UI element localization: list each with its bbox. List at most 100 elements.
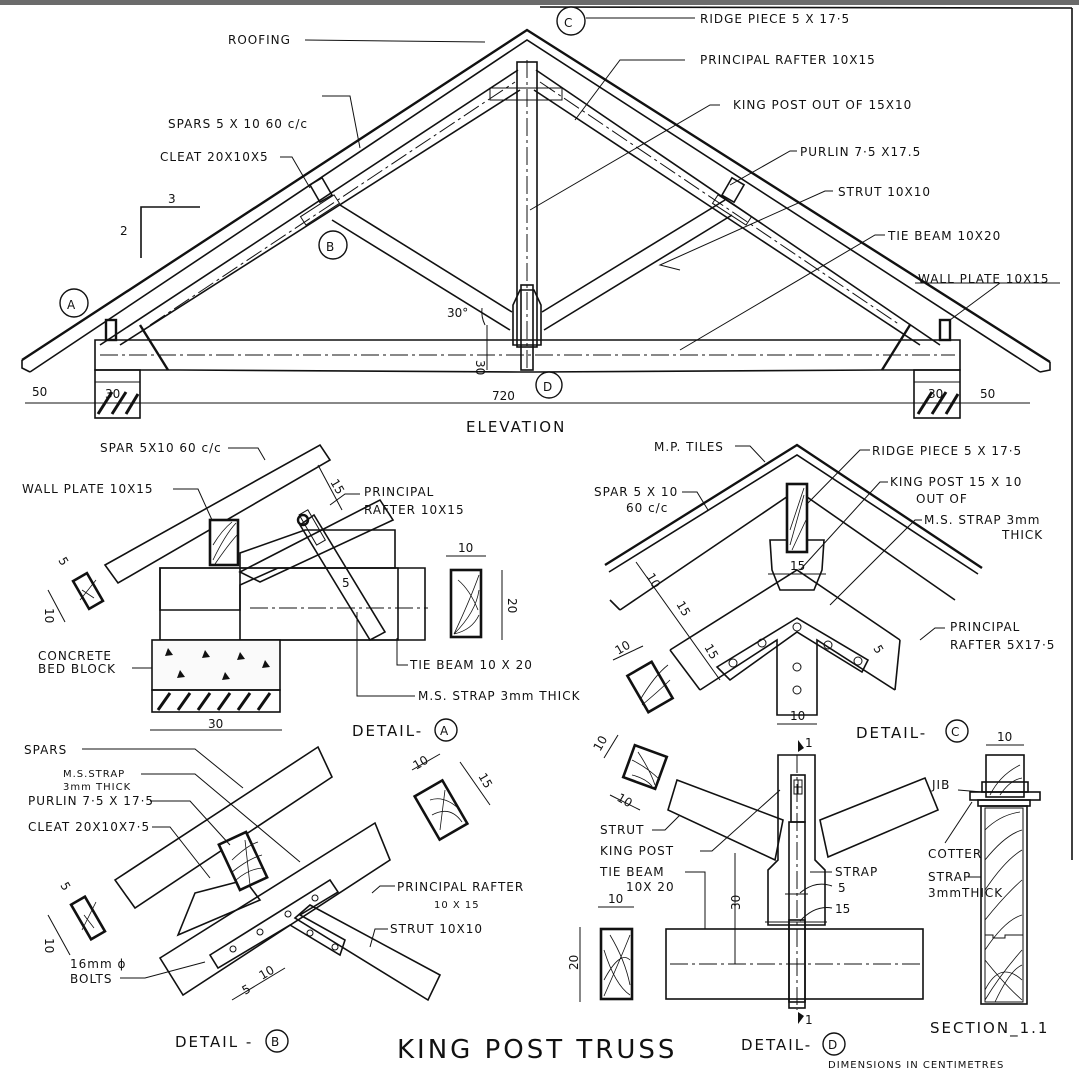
section-1-1: 10 JIB COTTER STRAP 3mmTHICK SECTION_1.1 <box>928 730 1047 1038</box>
svg-text:10: 10 <box>643 571 663 591</box>
svg-text:20: 20 <box>567 955 581 970</box>
detail-b-label-spars: SPARS <box>24 743 67 757</box>
detail-b-spar <box>113 745 334 910</box>
strut-right <box>541 199 726 313</box>
detail-a-spar <box>103 443 332 585</box>
detail-c-caption: DETAIL- <box>856 724 927 742</box>
detail-a-wall-plate <box>208 518 240 567</box>
detail-a-label-strap: M.S. STRAP 3mm THICK <box>418 689 581 703</box>
detail-b-strut <box>293 904 442 1002</box>
detail-b-label-cleat: CLEAT 20X10X7·5 <box>28 820 150 834</box>
principal-rafter-left-bottom <box>119 89 521 346</box>
label-ridge-piece: RIDGE PIECE 5 X 17·5 <box>700 12 850 26</box>
detail-c-label-spar-2: 60 c/c <box>626 501 668 515</box>
svg-text:10: 10 <box>790 709 805 723</box>
dim-post-base: 30 <box>473 360 487 375</box>
detail-a-label-concrete-2: BED BLOCK <box>38 662 116 676</box>
detail-b-label-bolts-2: BOLTS <box>70 972 112 986</box>
svg-text:C: C <box>564 16 572 30</box>
slope-rise: 2 <box>120 224 128 238</box>
detail-d-strut-right <box>819 776 940 859</box>
slope-indicator <box>140 206 200 258</box>
dim-left-overhang: 50 <box>32 385 47 399</box>
svg-text:B: B <box>326 240 334 254</box>
detail-d-king-post <box>767 754 826 926</box>
label-wall-plate: WALL PLATE 10X15 <box>918 272 1050 286</box>
label-tie-beam: TIE BEAM 10X20 <box>887 229 1001 243</box>
detail-a-label-tie-beam: TIE BEAM 10 X 20 <box>409 658 533 672</box>
detail-a-principal-rafter <box>238 498 395 583</box>
svg-text:30: 30 <box>729 895 743 910</box>
section-label-strap-1: STRAP <box>928 870 971 884</box>
section-dim-width: 10 <box>997 730 1012 744</box>
king-post-strap <box>520 284 534 371</box>
marker-b <box>318 230 348 260</box>
wall-plate-right <box>938 318 952 342</box>
svg-text:20: 20 <box>505 598 519 613</box>
label-spars: SPARS 5 X 10 60 c/c <box>168 117 308 131</box>
detail-d-strut-section <box>621 743 669 791</box>
svg-text:5: 5 <box>240 982 254 998</box>
detail-a-spar-section <box>71 571 105 611</box>
detail-a: 30 15 5 5 10 10 20 SPAR 5X10 60 c/c WALL… <box>22 441 581 742</box>
purlin-right <box>720 176 746 204</box>
detail-b-marker <box>265 1029 289 1053</box>
svg-text:10: 10 <box>590 733 610 753</box>
label-principal-rafter: PRINCIPAL RAFTER 10X15 <box>700 53 876 67</box>
marker-d <box>535 371 563 399</box>
detail-c-rafter-bottom <box>699 638 896 716</box>
detail-a-strap <box>298 513 387 642</box>
svg-text:5: 5 <box>838 881 846 895</box>
section-label-jib: JIB <box>931 778 950 792</box>
section-jib-cotter <box>969 791 1041 801</box>
svg-text:A: A <box>67 298 76 312</box>
svg-text:10: 10 <box>411 753 431 773</box>
svg-text:15: 15 <box>790 559 805 573</box>
detail-b-purlin <box>217 830 269 892</box>
frame-border-top <box>539 6 1073 9</box>
svg-text:10: 10 <box>42 608 56 623</box>
detail-b-label-strap-1: M.S.STRAP <box>63 769 125 780</box>
detail-d-label-strut: STRUT <box>600 823 644 837</box>
detail-c-label-spar-1: SPAR 5 X 10 <box>594 485 678 499</box>
marker-a <box>59 288 89 318</box>
svg-text:B: B <box>271 1035 279 1049</box>
detail-c-label-ridge-piece: RIDGE PIECE 5 X 17·5 <box>872 444 1022 458</box>
label-cleat: CLEAT 20X10X5 <box>160 150 269 164</box>
detail-b-label-strap-2: 3mm THICK <box>63 782 131 793</box>
ridge-strap <box>489 87 563 101</box>
section-mark-top: 1 <box>805 736 813 750</box>
detail-b-cleat <box>176 879 262 937</box>
principal-rafter-left-top <box>99 69 519 346</box>
svg-text:10: 10 <box>613 638 633 658</box>
detail-b-strap <box>208 878 346 970</box>
svg-text:C: C <box>951 725 959 739</box>
detail-d-label-king-post: KING POST <box>600 844 674 858</box>
svg-text:A: A <box>440 724 449 738</box>
label-strut: STRUT 10X10 <box>838 185 931 199</box>
drawing-title: KING POST TRUSS <box>397 1035 677 1065</box>
roofing-line <box>21 28 1051 364</box>
detail-b-rafter-section <box>412 778 470 842</box>
slope-run: 3 <box>168 192 176 206</box>
section-strap <box>980 805 1028 1005</box>
detail-a-tie-section <box>449 568 483 639</box>
wall-left <box>94 369 141 419</box>
section-label-cotter: COTTER <box>928 847 982 861</box>
svg-text:5: 5 <box>55 555 71 569</box>
dim-right-wall: 30 <box>928 387 943 401</box>
svg-text:15: 15 <box>701 642 721 662</box>
detail-c-label-king-post-1: KING POST 15 X 10 <box>890 475 1022 489</box>
svg-text:D: D <box>828 1038 837 1052</box>
detail-d-label-tie-beam-2: 10X 20 <box>626 880 675 894</box>
detail-c-king-post <box>769 539 825 591</box>
detail-c-rafter-top <box>669 569 901 651</box>
detail-c-label-strap-2: THICK <box>1001 528 1043 542</box>
detail-c-label-king-post-2: OUT OF <box>916 492 968 506</box>
svg-text:D: D <box>543 380 552 394</box>
svg-text:15: 15 <box>835 902 850 916</box>
detail-c-label-principal-2: RAFTER 5X17·5 <box>950 638 1055 652</box>
detail-a-label-principal-2: RAFTER 10X15 <box>364 503 465 517</box>
detail-c-label-principal-1: PRINCIPAL <box>950 620 1020 634</box>
detail-c-strap <box>715 617 870 682</box>
